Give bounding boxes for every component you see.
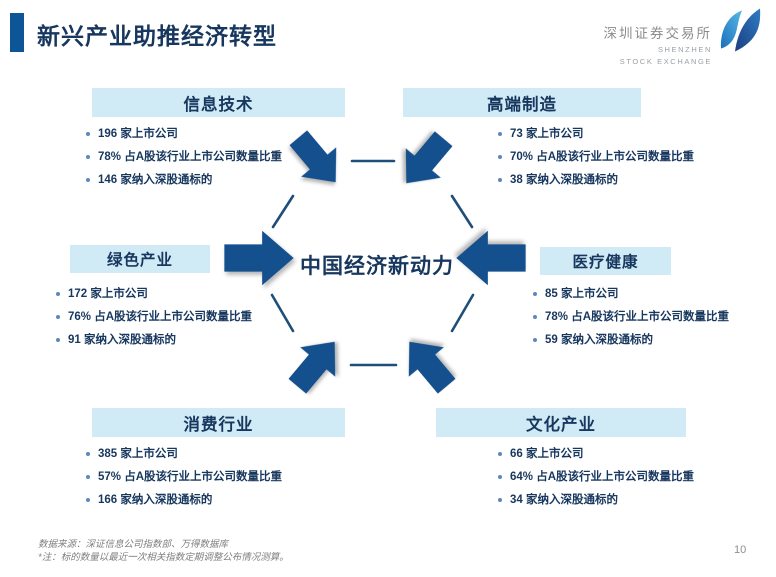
logo-name-cn: 深圳证券交易所 [603, 26, 712, 41]
stat-text: 64% 占A股该行业上市公司数量比重 [510, 471, 695, 483]
hex-edge-upper-right [450, 194, 474, 229]
stat-text: 172 家上市公司 [68, 288, 148, 300]
bullet-dot [533, 292, 537, 296]
stat-item: 64% 占A股该行业上市公司数量比重 [498, 470, 738, 484]
stat-item: 73 家上市公司 [498, 127, 738, 141]
stat-text: 196 家上市公司 [98, 128, 178, 140]
bullet-dot [86, 498, 90, 502]
stat-item: 76% 占A股该行业上市公司数量比重 [56, 310, 336, 324]
page-number: 10 [734, 544, 747, 556]
data-source-note: 数据来源：深证信息公司指数部、万得数据库 [38, 539, 229, 550]
stat-text: 57% 占A股该行业上市公司数量比重 [98, 471, 283, 483]
stat-item: 196 家上市公司 [86, 127, 366, 141]
bullet-dot [498, 178, 502, 182]
bullet-dot [533, 338, 537, 342]
panel-stats-high-end-manufacturing: 73 家上市公司 70% 占A股该行业上市公司数量比重 38 家纳入深股通标的 [498, 127, 738, 196]
stat-text: 78% 占A股该行业上市公司数量比重 [545, 311, 730, 323]
stat-text: 73 家上市公司 [510, 128, 584, 140]
bullet-dot [56, 315, 60, 319]
arrow-culture-industry-icon [408, 341, 456, 394]
bullet-dot [498, 155, 502, 159]
footer-notes: 数据来源：深证信息公司指数部、万得数据库 *注：标的数量以最近一次相关指数定期调… [38, 538, 289, 564]
stat-item: 66 家上市公司 [498, 447, 738, 461]
panel-header-info-tech: 信息技术 [92, 88, 345, 117]
stat-text: 166 家纳入深股通标的 [98, 494, 213, 506]
stat-text: 38 家纳入深股通标的 [510, 174, 618, 186]
panel-stats-consumer-industry: 385 家上市公司 57% 占A股该行业上市公司数量比重 166 家纳入深股通标… [86, 447, 366, 516]
stat-text: 34 家纳入深股通标的 [510, 494, 618, 506]
hex-edge-upper-left [271, 194, 295, 229]
logo-name-en-1: SHENZHEN [657, 45, 712, 54]
panel-header-medical-health: 医疗健康 [540, 247, 671, 275]
title-accent-bar [10, 13, 24, 52]
stat-item: 172 家上市公司 [56, 287, 336, 301]
logo-text: 深圳证券交易所 SHENZHEN STOCK EXCHANGE [604, 22, 713, 66]
stat-item: 59 家纳入深股通标的 [533, 333, 773, 347]
stat-text: 59 家纳入深股通标的 [545, 334, 653, 346]
panel-stats-medical-health: 85 家上市公司 78% 占A股该行业上市公司数量比重 59 家纳入深股通标的 [533, 287, 773, 356]
bullet-dot [86, 132, 90, 136]
arrow-high-end-manufacturing-icon [405, 131, 453, 184]
stat-item: 85 家上市公司 [533, 287, 773, 301]
arrow-green-industry-icon [224, 230, 294, 286]
diagram-center-label: 中国经济新动力 [300, 255, 454, 278]
bullet-dot [86, 178, 90, 182]
stat-item: 38 家纳入深股通标的 [498, 173, 738, 187]
panel-stats-green-industry: 172 家上市公司 76% 占A股该行业上市公司数量比重 91 家纳入深股通标的 [56, 287, 336, 356]
bullet-dot [498, 452, 502, 456]
bullet-dot [56, 292, 60, 296]
stat-text: 91 家纳入深股通标的 [68, 334, 176, 346]
stat-text: 76% 占A股该行业上市公司数量比重 [68, 311, 253, 323]
stat-item: 166 家纳入深股通标的 [86, 493, 366, 507]
stat-item: 70% 占A股该行业上市公司数量比重 [498, 150, 738, 164]
stat-text: 70% 占A股该行业上市公司数量比重 [510, 151, 695, 163]
stat-text: 66 家上市公司 [510, 448, 584, 460]
panel-header-consumer-industry: 消费行业 [92, 408, 345, 437]
panel-header-high-end-manufacturing: 高端制造 [403, 88, 641, 117]
panel-header-culture-industry: 文化产业 [436, 408, 686, 437]
bullet-dot [498, 475, 502, 479]
panel-stats-culture-industry: 66 家上市公司 64% 占A股该行业上市公司数量比重 34 家纳入深股通标的 [498, 447, 738, 516]
stat-text: 146 家纳入深股通标的 [98, 174, 213, 186]
bullet-dot [86, 475, 90, 479]
stat-item: 91 家纳入深股通标的 [56, 333, 336, 347]
panel-stats-info-tech: 196 家上市公司 78% 占A股该行业上市公司数量比重 146 家纳入深股通标… [86, 127, 366, 196]
arrow-medical-health-icon [456, 230, 526, 286]
stat-item: 385 家上市公司 [86, 447, 366, 461]
bullet-dot [56, 338, 60, 342]
stat-text: 85 家上市公司 [545, 288, 619, 300]
szse-logo-icon [720, 8, 761, 52]
stat-item: 78% 占A股该行业上市公司数量比重 [86, 150, 366, 164]
panel-header-green-industry: 绿色产业 [70, 245, 210, 273]
bullet-dot [498, 498, 502, 502]
stat-item: 34 家纳入深股通标的 [498, 493, 738, 507]
stat-text: 78% 占A股该行业上市公司数量比重 [98, 151, 283, 163]
stat-item: 78% 占A股该行业上市公司数量比重 [533, 310, 773, 324]
bullet-dot [86, 155, 90, 159]
stat-item: 146 家纳入深股通标的 [86, 173, 366, 187]
bullet-dot [86, 452, 90, 456]
hex-edge-lower-right [450, 293, 475, 333]
stat-item: 57% 占A股该行业上市公司数量比重 [86, 470, 366, 484]
logo-name-en-2: STOCK EXCHANGE [619, 57, 712, 66]
bullet-dot [533, 315, 537, 319]
footnote: *注：标的数量以最近一次相关指数定期调整公布情况测算。 [38, 552, 289, 563]
stat-text: 385 家上市公司 [98, 448, 178, 460]
bullet-dot [498, 132, 502, 136]
page-title: 新兴产业助推经济转型 [37, 23, 277, 49]
